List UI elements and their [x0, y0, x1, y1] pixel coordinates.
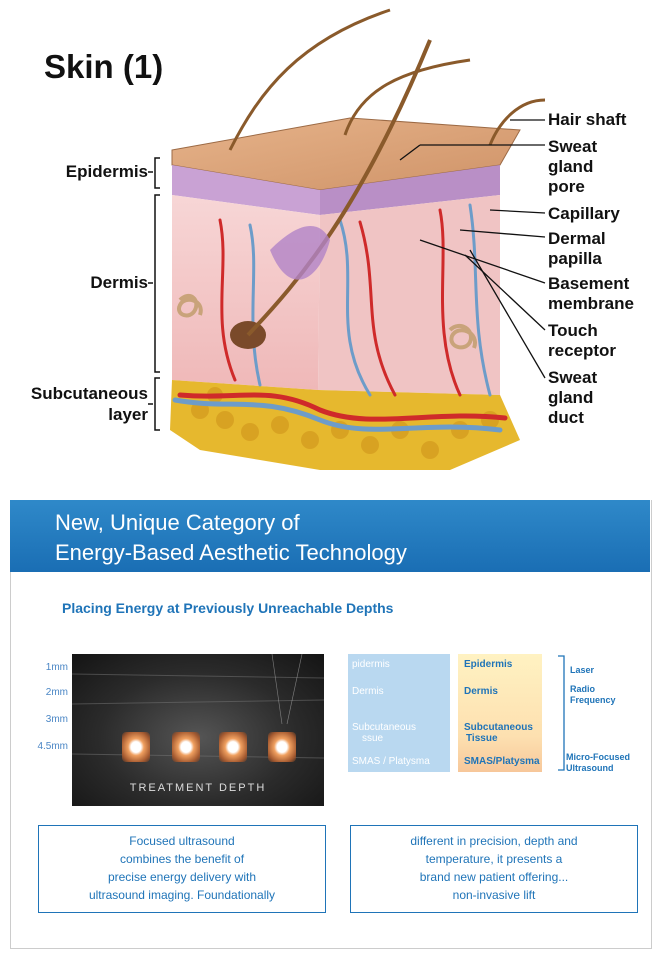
depth-label-4-5mm: 4.5mm [37, 741, 68, 752]
ultrasound-image [72, 654, 324, 806]
comparison-col1-dermis: Dermis [352, 686, 384, 697]
box-line: Focused ultrasound [129, 834, 235, 848]
modality-micro-focused: Micro-Focused [566, 752, 631, 762]
comparison-col1-smas: SMAS / Platysma [352, 756, 430, 767]
focal-point [268, 732, 296, 762]
label-basement-membrane: Basement membrane [548, 274, 634, 314]
box-line: combines the benefit of [119, 852, 245, 866]
label-subcutaneous-line1: Subcutaneous [30, 384, 148, 403]
modality-laser: Laser [570, 665, 595, 675]
box-line: different in precision, depth and [410, 834, 578, 848]
label-dermis: Dermis [90, 273, 148, 292]
banner-title-line2: Energy-Based Aesthetic Technology [55, 540, 407, 565]
label-line: receptor [548, 341, 617, 360]
description-box-right: different in precision, depth and temper… [350, 825, 638, 913]
label-line: Sweat [548, 368, 598, 387]
modality-radio: Radio [570, 684, 596, 694]
comparison-col2-dermis: Dermis [464, 686, 498, 697]
label-sweat-gland-duct: Sweat gland duct [548, 368, 597, 428]
treatment-depth-caption: TREATMENT DEPTH [129, 782, 267, 794]
label-touch-receptor: Touch receptor [548, 321, 616, 361]
label-line: pore [548, 177, 585, 196]
comparison-col1-tissue: ssue [362, 733, 384, 744]
modality-ultrasound: Ultrasound [566, 763, 614, 773]
box-line: brand new patient offering... [419, 870, 569, 884]
comparison-col2-tissue: Tissue [466, 733, 498, 744]
label-subcutaneous-layer: Subcutaneous layer [2, 383, 148, 425]
description-box-left: Focused ultrasound combines the benefit … [38, 825, 326, 913]
comparison-col2-epidermis: Epidermis [464, 659, 513, 670]
box-line: non-invasive lift [452, 888, 536, 902]
depth-label-3mm: 3mm [45, 714, 68, 725]
label-line: Sweat [548, 137, 598, 156]
focal-point [122, 732, 150, 762]
label-line: Basement [548, 274, 630, 293]
modality-bracket [558, 655, 565, 771]
focal-point [172, 732, 200, 762]
comparison-column-1 [348, 654, 450, 772]
dermis-front [172, 195, 320, 390]
epidermis-side [320, 165, 500, 215]
label-capillary: Capillary [548, 204, 620, 223]
label-line: papilla [548, 249, 602, 268]
comparison-column-2 [458, 654, 542, 772]
box-line: temperature, it presents a [425, 852, 563, 866]
label-line: Dermal [548, 229, 606, 248]
page-title: Skin (1) [44, 48, 164, 85]
comparison-col2-subcutaneous: Subcutaneous [464, 722, 533, 733]
label-epidermis: Epidermis [65, 162, 148, 181]
label-line: Touch [548, 321, 598, 340]
depth-label-1mm: 1mm [45, 662, 68, 673]
label-dermal-papilla: Dermal papilla [548, 229, 606, 269]
comparison-col1-subcutaneous: Subcutaneous [352, 722, 416, 733]
modality-frequency: Frequency [570, 695, 616, 705]
comparison-col1-epidermis: pidermis [352, 659, 390, 670]
comparison-col2-smas: SMAS/Platysma [464, 756, 540, 767]
label-line: gland [548, 157, 594, 176]
label-line: membrane [548, 294, 634, 313]
label-subcutaneous-line2: layer [108, 405, 148, 424]
focal-point [219, 732, 247, 762]
banner [10, 500, 650, 572]
label-sweat-gland-pore: Sweat gland pore [548, 137, 597, 197]
box-line: precise energy delivery with [107, 870, 257, 884]
box-line: ultrasound imaging. Foundationally [88, 888, 276, 902]
label-line: gland [548, 388, 594, 407]
banner-title-line1: New, Unique Category of [55, 510, 300, 535]
section-subheading: Placing Energy at Previously Unreachable… [62, 600, 394, 616]
label-hair-shaft: Hair shaft [548, 110, 627, 129]
depth-label-2mm: 2mm [45, 687, 68, 698]
skin-cross-section-illustration [148, 8, 546, 470]
epidermis-layer [172, 165, 320, 215]
label-line: duct [548, 408, 584, 427]
